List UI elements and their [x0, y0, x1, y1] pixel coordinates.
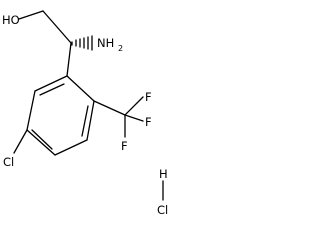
amine-symbol: NH: [97, 36, 114, 50]
chemical-structure: HO NH 2 F F F Cl: [2, 10, 168, 217]
stereo-hashed-wedge: [71, 35, 93, 51]
amine-subscript: 2: [118, 44, 123, 53]
fluorine-middle-label: F: [145, 115, 152, 129]
salt-chlorine-label: Cl: [157, 203, 168, 217]
benzene-ring: [26, 75, 95, 156]
amine-label: NH 2: [97, 36, 123, 53]
ring-chlorine-label: Cl: [3, 155, 14, 169]
bond-ring-cf3: [93, 100, 126, 116]
bond-o-c1: [18, 10, 44, 20]
fluorine-top-label: F: [145, 90, 152, 104]
hydroxyl-label: HO: [2, 13, 20, 27]
salt-hydrogen-label: H: [159, 167, 168, 181]
bond-c2-ring: [66, 42, 72, 77]
fluorine-bottom-label: F: [121, 139, 128, 153]
bond-c1-c2: [42, 10, 72, 44]
trifluoromethyl-bonds: [124, 96, 144, 138]
bond-ring-cl: [13, 129, 28, 154]
